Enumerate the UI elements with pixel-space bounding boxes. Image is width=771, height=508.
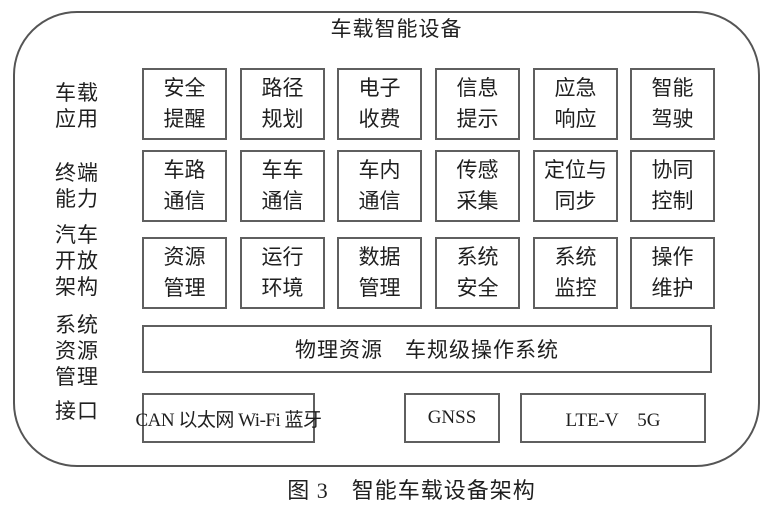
diagram-title: 车载智能设备 [330, 17, 463, 41]
box-in-vehicle-comm: 车内 通信 [337, 150, 422, 222]
box-gnss: GNSS [404, 393, 500, 443]
row-label-terminal-capability: 终端 能力 [55, 161, 99, 211]
box-intelligent-driving: 智能 驾驶 [630, 68, 715, 140]
box-electronic-toll: 电子 收费 [337, 68, 422, 140]
box-vehicle-vehicle-comm: 车车 通信 [240, 150, 325, 222]
row-label-automotive-open-architecture: 汽车 开放 架构 [55, 223, 99, 299]
box-physical-resources-os: 物理资源 车规级操作系统 [142, 325, 712, 373]
box-data-management: 数据 管理 [337, 237, 422, 309]
box-operation-maintenance: 操作 维护 [630, 237, 715, 309]
box-cooperative-control: 协同 控制 [630, 150, 715, 222]
figure-caption: 图 3 智能车载设备架构 [287, 478, 536, 503]
row-label-vehicle-applications: 车载 应用 [55, 81, 99, 131]
box-runtime-environment: 运行 环境 [240, 237, 325, 309]
box-vehicle-road-comm: 车路 通信 [142, 150, 227, 222]
box-system-monitoring: 系统 监控 [533, 237, 618, 309]
box-safety-alert: 安全 提醒 [142, 68, 227, 140]
box-emergency-response: 应急 响应 [533, 68, 618, 140]
box-sensing-collection: 传感 采集 [435, 150, 520, 222]
box-route-planning: 路径 规划 [240, 68, 325, 140]
row-label-interface: 接口 [55, 399, 99, 423]
box-system-security: 系统 安全 [435, 237, 520, 309]
box-positioning-sync: 定位与 同步 [533, 150, 618, 222]
box-lte-v-5g: LTE-V 5G [520, 393, 706, 443]
box-resource-management: 资源 管理 [142, 237, 227, 309]
box-can-ethernet-wifi-bluetooth: CAN 以太网 Wi-Fi 蓝牙 [136, 393, 322, 443]
row-label-system-resource-management: 系统 资源 管理 [55, 313, 99, 389]
box-info-prompt: 信息 提示 [435, 68, 520, 140]
